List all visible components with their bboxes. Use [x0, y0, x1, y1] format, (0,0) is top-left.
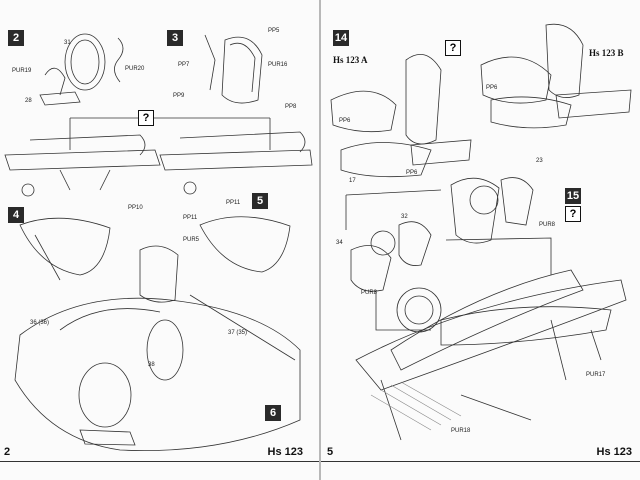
part-label: PUR20	[125, 66, 145, 72]
part-label: PP8	[285, 104, 297, 110]
part-label: PP10	[128, 205, 143, 211]
part-label: 37 (35)	[228, 330, 248, 336]
part-label: 38	[148, 362, 155, 368]
variant-b-label: Hs 123 B	[589, 48, 624, 58]
part-label: PP5	[268, 28, 280, 34]
part-label: PUR19	[12, 68, 32, 74]
part-label: PP9	[173, 93, 185, 99]
part-label: 17	[349, 178, 356, 184]
left-page-drawings	[4, 33, 313, 452]
page-number: 5	[327, 446, 334, 458]
part-label: 32	[401, 214, 408, 220]
part-label: PUR8	[361, 290, 378, 296]
instruction-page-right: 14 15 ? ? Hs 123 A Hs 123 B PP6 PP6 PP6 …	[321, 0, 640, 480]
step-number-3: 3	[167, 30, 183, 46]
part-label: PUR17	[586, 372, 606, 378]
right-page-drawings	[330, 23, 632, 441]
question-mark-icon: ?	[138, 110, 154, 126]
step-number-14: 14	[333, 30, 349, 46]
part-label: 31	[64, 40, 71, 46]
question-mark-icon: ?	[445, 40, 461, 56]
part-label: PUR18	[451, 428, 471, 434]
part-label: PUR5	[183, 237, 200, 243]
part-label: PP6	[486, 85, 498, 91]
question-mark-icon: ?	[565, 206, 581, 222]
page-number: 2	[4, 446, 11, 458]
part-label: 34	[336, 240, 343, 246]
variant-a-label: Hs 123 A	[333, 55, 368, 65]
step-number-4: 4	[8, 207, 24, 223]
page-gutter	[319, 0, 321, 480]
part-label: 28	[25, 98, 32, 104]
part-label: PP11	[183, 215, 198, 221]
footer-rule	[0, 461, 319, 462]
part-label: PP11	[226, 200, 241, 206]
step-number-6: 6	[265, 405, 281, 421]
instruction-page-left: 2 3 4 5 6 ? 31 PUR19 PUR20 28 PP5 PP7 PU…	[0, 0, 319, 480]
footer-rule	[321, 461, 640, 462]
step-number-2: 2	[8, 30, 24, 46]
part-label: PP7	[178, 62, 190, 68]
part-label: PUR16	[268, 62, 288, 68]
part-label: PP6	[339, 118, 351, 124]
step-number-5: 5	[252, 193, 268, 209]
step-number-15: 15	[565, 188, 581, 204]
part-label: PP6	[406, 170, 418, 176]
model-title: Hs 123	[596, 446, 632, 458]
part-label: PUR8	[539, 222, 556, 228]
part-label: 23	[536, 158, 543, 164]
model-title: Hs 123	[267, 446, 303, 458]
part-label: 36 (36)	[30, 320, 50, 326]
